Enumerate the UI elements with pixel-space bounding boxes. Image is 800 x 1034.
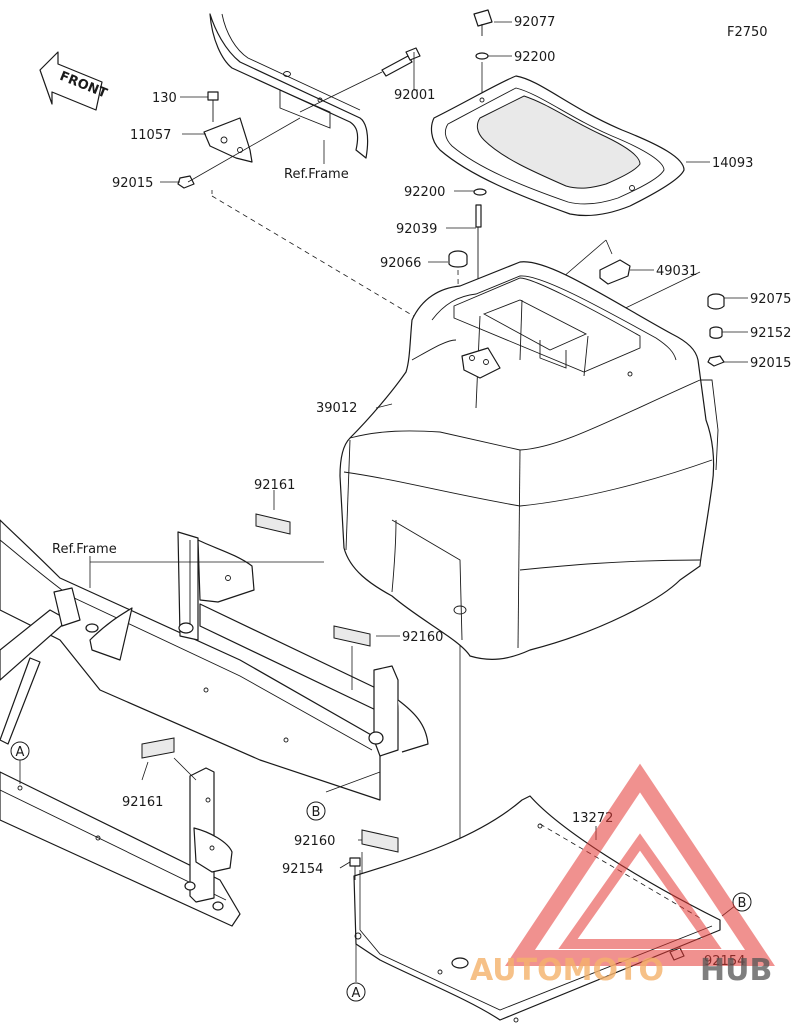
clip-49031 [599, 259, 631, 285]
ref-marker-b-right: B [732, 892, 752, 912]
watermark-logo [505, 763, 775, 966]
cap-92066 [448, 250, 468, 268]
callout-92001: 92001 [394, 88, 435, 103]
callout-92015-right: 92015 [750, 356, 791, 371]
ref-marker-b-right-label: B [738, 896, 747, 911]
callout-92015-upper: 92015 [112, 176, 153, 191]
watermark-text-a: AUTOMOTO [470, 953, 664, 988]
key-92077 [473, 9, 493, 36]
watermark-inner-triangle-icon [558, 833, 722, 949]
watermark-triangle-icon [505, 763, 775, 966]
ref-marker-a-lower-label: A [352, 986, 361, 1001]
callout-92154-left: 92154 [282, 862, 323, 877]
lid-14093 [430, 75, 685, 217]
leader-b-left [325, 771, 381, 793]
callout-92152: 92152 [750, 326, 791, 341]
callout-92066: 92066 [380, 256, 421, 271]
callout-92160-lower: 92160 [294, 834, 335, 849]
callout-92200-upper: 92200 [514, 50, 555, 65]
washer-92200-lower [473, 188, 487, 196]
callout-92075: 92075 [750, 292, 791, 307]
nut-92015-upper [177, 175, 195, 189]
lower-frame [0, 519, 429, 927]
front-arrow-icon: FRONT [39, 51, 109, 111]
ref-frame-label-upper: Ref.Frame [284, 167, 349, 182]
bracket-11057 [203, 117, 253, 163]
nut-92015-right [707, 355, 725, 367]
ref-frame-label-lower: Ref.Frame [52, 542, 117, 557]
pad-92161-lower [141, 737, 175, 759]
upper-frame-rail [209, 13, 369, 159]
callout-11057: 11057 [130, 128, 171, 143]
ref-marker-b-left-label: B [312, 805, 321, 820]
callout-92160-upper: 92160 [402, 630, 443, 645]
callout-39012: 39012 [316, 401, 357, 416]
callout-92161-lower: 92161 [122, 795, 163, 810]
callout-92161-upper: 92161 [254, 478, 295, 493]
pad-92161-upper [255, 513, 291, 535]
callout-92077: 92077 [514, 15, 555, 30]
collar-92152 [709, 326, 723, 339]
grommet-92075 [707, 293, 725, 310]
rivet-92039 [475, 204, 482, 286]
pad-92160-upper [333, 625, 371, 647]
ref-marker-b-left: B [306, 801, 326, 821]
ref-marker-a-upper-label: A [16, 745, 25, 760]
bolt-92154-left [349, 857, 361, 880]
callout-130: 130 [152, 91, 177, 106]
callout-92200-lower: 92200 [404, 185, 445, 200]
storage-box-39012 [339, 261, 719, 660]
callout-92039: 92039 [396, 222, 437, 237]
callout-14093: 14093 [712, 156, 753, 171]
ref-marker-a-upper: A [10, 741, 30, 761]
watermark-text-b: HUB [700, 953, 772, 988]
bolt-130 [207, 91, 219, 122]
figure-code: F2750 [727, 25, 768, 40]
callout-49031: 49031 [656, 264, 697, 279]
bolt-92001 [381, 47, 421, 77]
ref-marker-a-lower: A [346, 982, 366, 1002]
washer-92200-upper [475, 52, 489, 60]
pad-92160-lower [361, 829, 399, 853]
